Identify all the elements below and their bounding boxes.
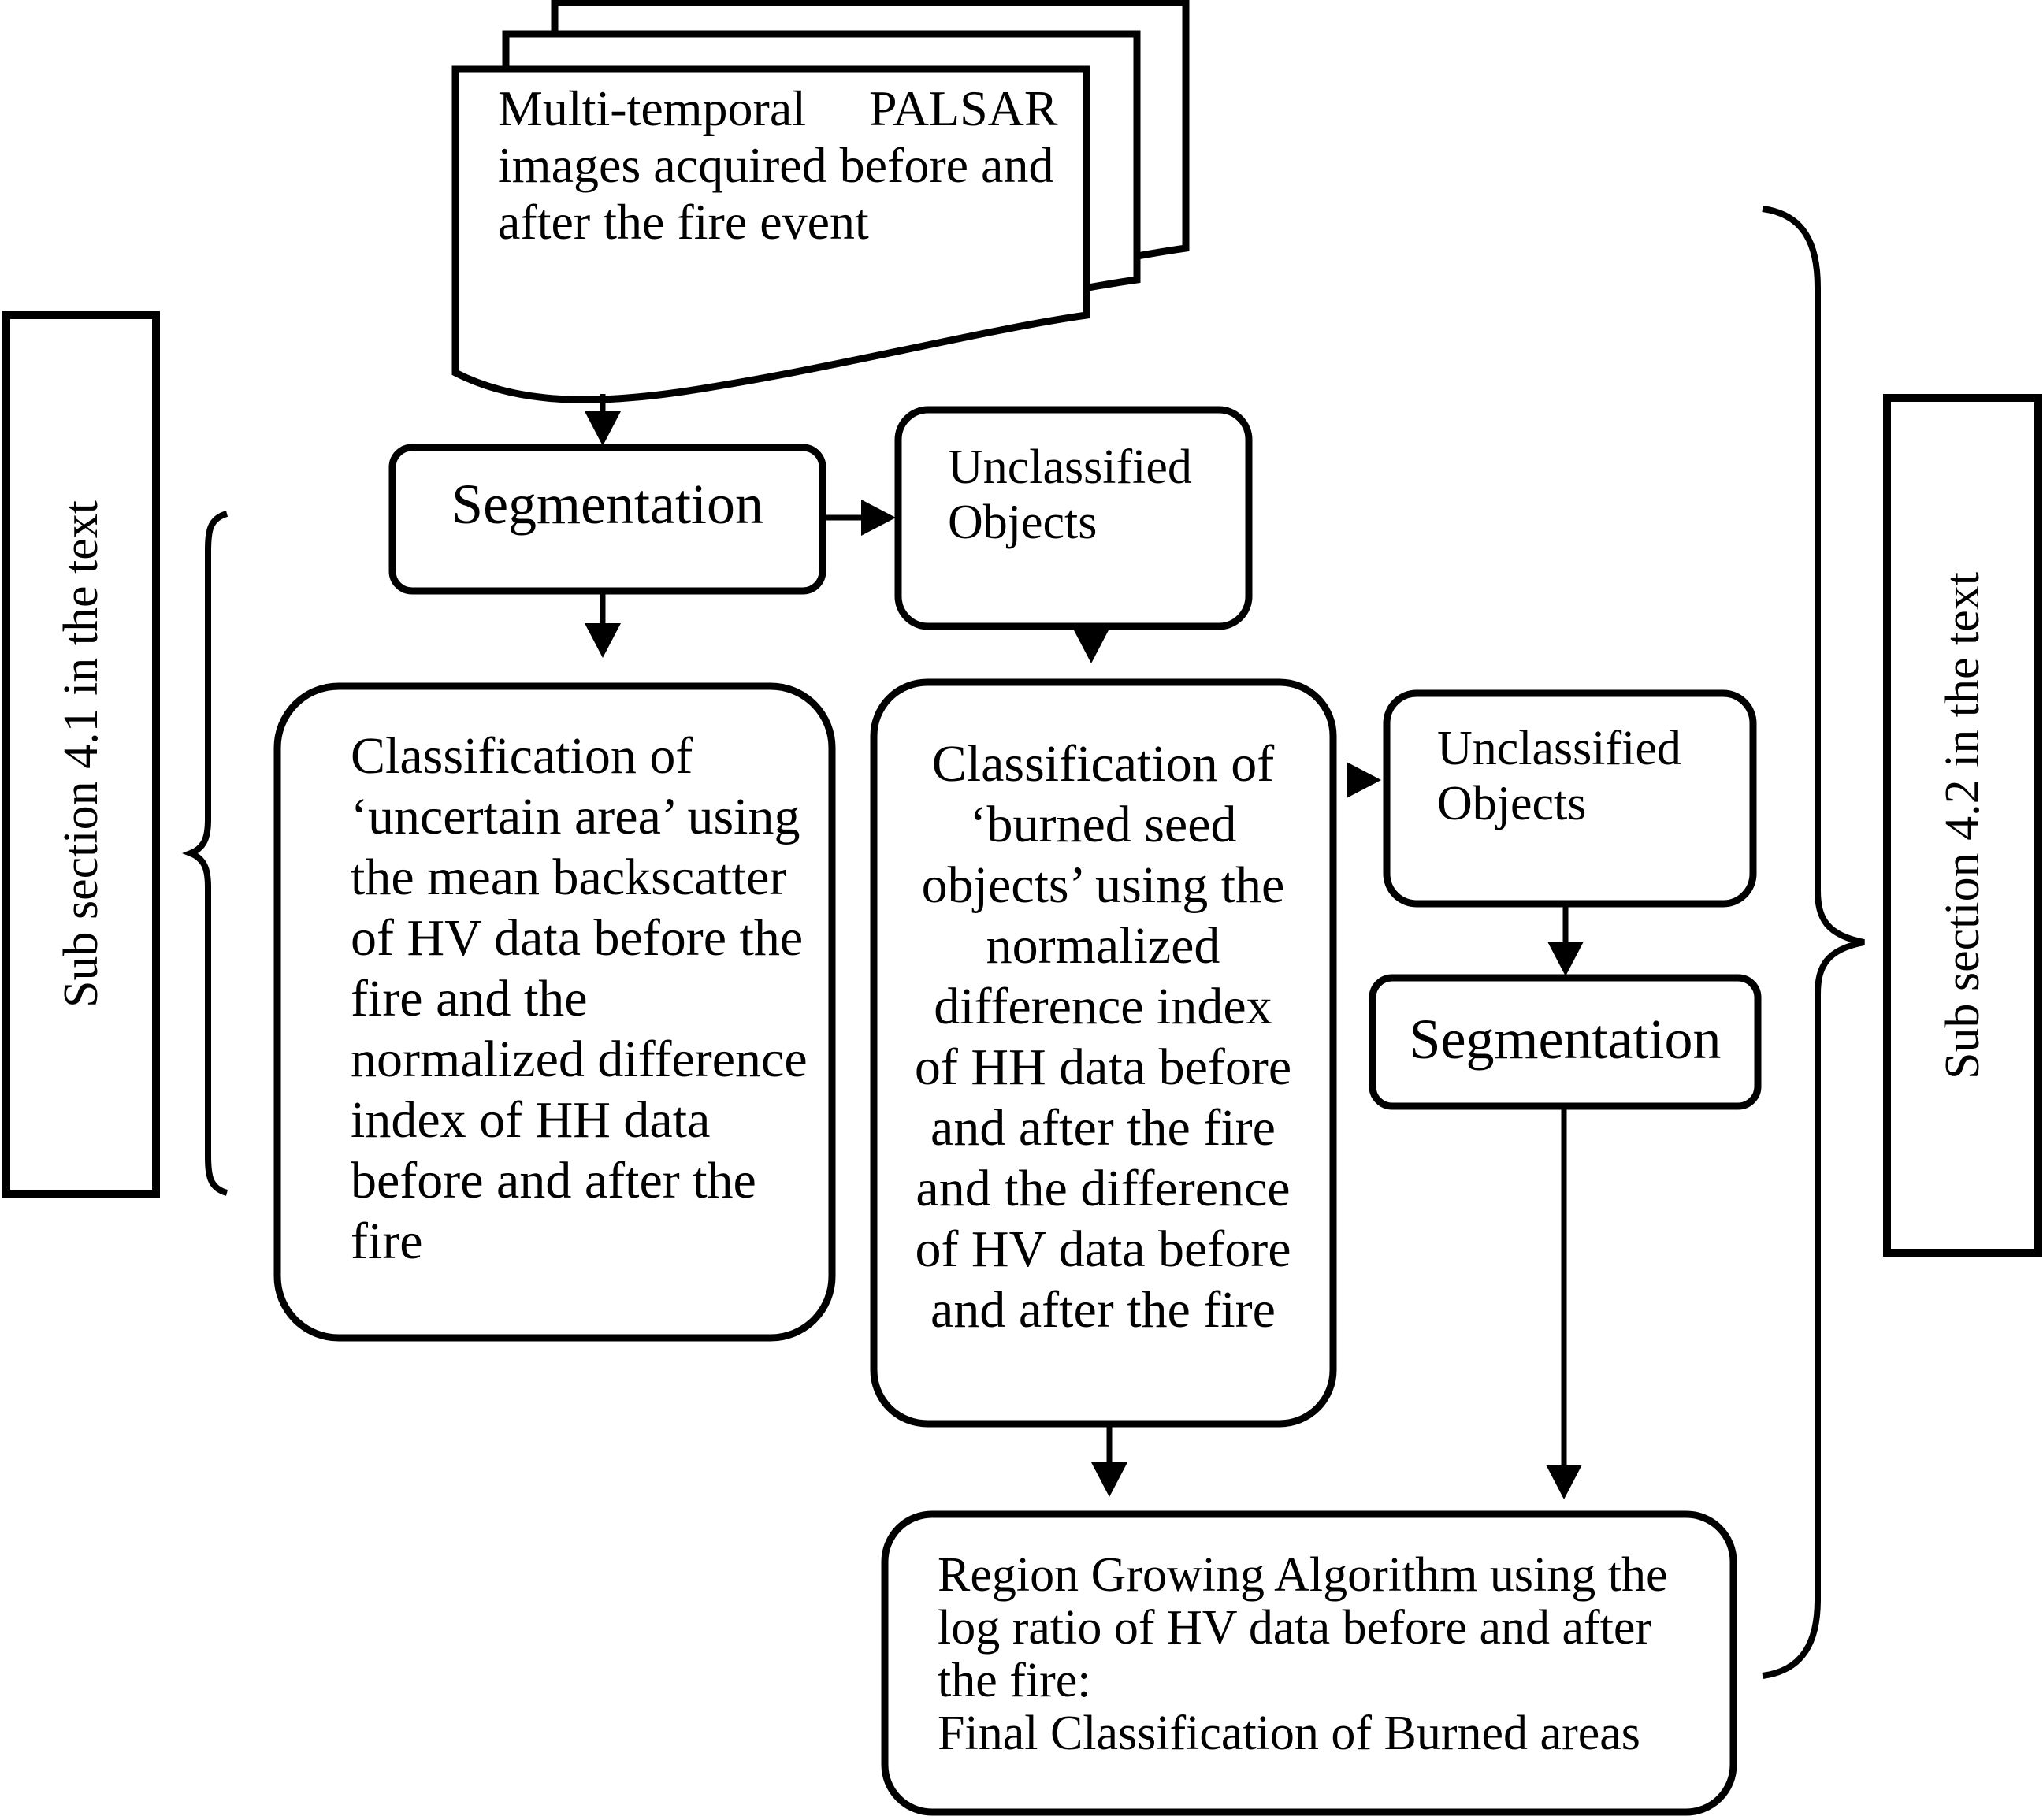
node-burned-seed — [870, 678, 1337, 1428]
arrow-burned-to-region-head — [1091, 1462, 1127, 1497]
subsection-4-2-label: Sub section 4.2 in the text — [1936, 571, 1989, 1080]
region-growing-label: Region Growing Algorithm using the log r… — [938, 1548, 1668, 1760]
unclassified-top-label: Unclassified Objects — [948, 440, 1192, 549]
unclassified-right-label: Unclassified Objects — [1437, 722, 1681, 830]
node-unclassified-right — [1383, 689, 1757, 908]
right-brace-icon — [1762, 206, 1865, 1679]
node-segmentation-left — [388, 444, 826, 595]
arrow-doc-to-segmentation-head — [585, 411, 621, 446]
left-label-rect — [2, 311, 160, 1198]
left-brace-icon — [181, 511, 228, 1196]
arrow-segmentation-right-to-region-head — [1546, 1465, 1582, 1499]
document-page-front — [451, 65, 1090, 403]
node-region-growing — [881, 1510, 1737, 1816]
arrow-burned-to-unclassified-right-head — [1347, 762, 1381, 798]
segmentation-right-label: Segmentation — [1409, 1008, 1722, 1071]
segmentation-left-label: Segmentation — [451, 473, 763, 536]
arrow-unclassified-to-burned-head — [1073, 629, 1109, 663]
arrow-segmentation-to-unclassified-head — [861, 500, 896, 536]
arrow-segmentation-to-uncertain-head — [585, 623, 621, 658]
right-label-rect — [1883, 394, 2042, 1257]
node-uncertain-area — [273, 682, 836, 1342]
uncertain-area-label: Classification of ‘uncertain area’ using… — [351, 727, 808, 1270]
burned-seed-label: Classification of ‘burned seed objects’ … — [914, 735, 1292, 1339]
subsection-4-1-label: Sub section 4.1 in the text — [54, 500, 108, 1008]
document-label: Multi-temporal PALSAR images acquired be… — [498, 80, 1058, 250]
node-segmentation-right — [1369, 974, 1762, 1110]
arrow-unclassified-right-to-segmentation-head — [1547, 942, 1584, 976]
node-unclassified-top — [894, 406, 1253, 630]
